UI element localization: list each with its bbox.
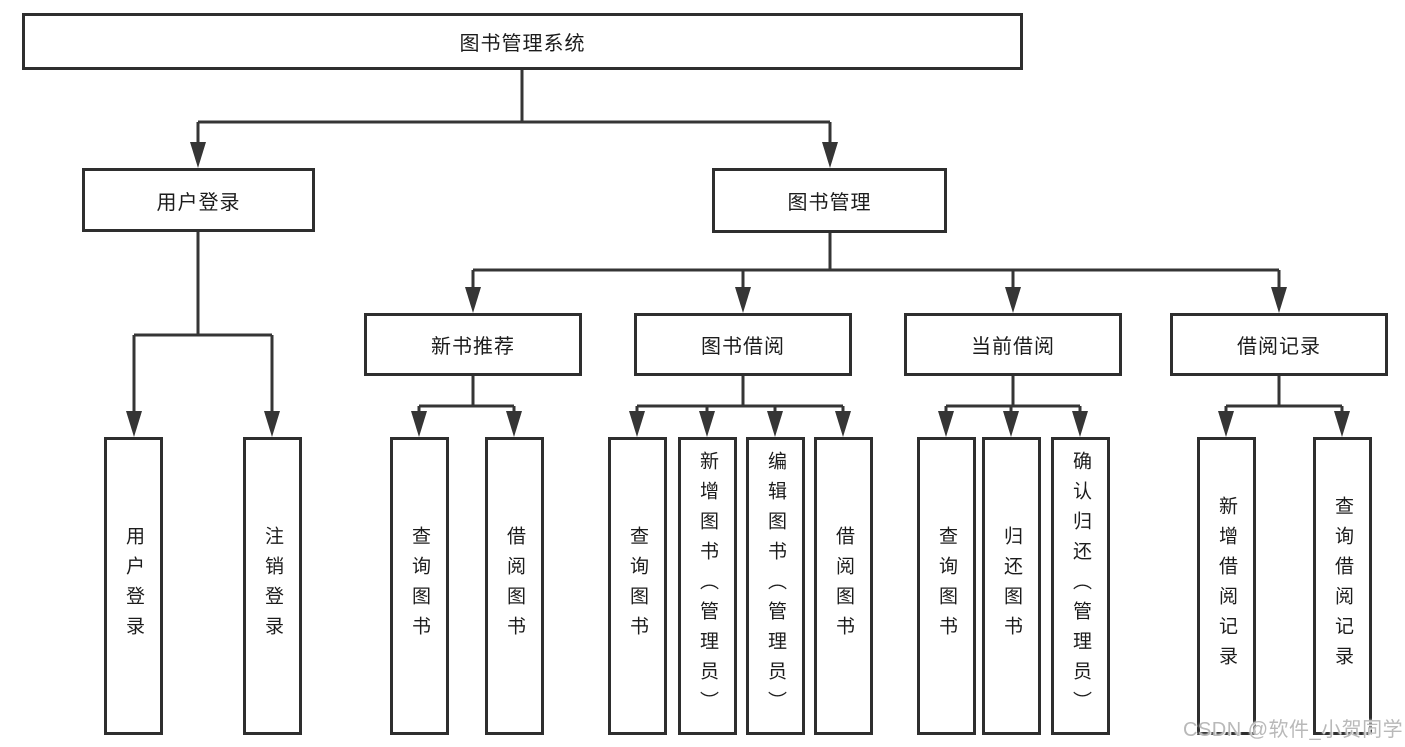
node-new-book-recommend: 新书推荐 bbox=[364, 313, 582, 376]
leaf-user-login: 用户登录 bbox=[104, 437, 163, 735]
leaf-borrow-books-recommend-label: 借阅图书 bbox=[504, 526, 525, 646]
leaf-user-login-label: 用户登录 bbox=[123, 526, 144, 646]
csdn-watermark: CSDN @软件_小贺同学 bbox=[1183, 719, 1404, 741]
leaf-query-books-current-label: 查询图书 bbox=[936, 526, 957, 646]
leaf-query-books-current: 查询图书 bbox=[917, 437, 976, 735]
leaf-query-borrow-record: 查询借阅记录 bbox=[1313, 437, 1372, 735]
node-user-login: 用户登录 bbox=[82, 168, 315, 232]
connector-current-borrow-children bbox=[938, 374, 1088, 437]
leaf-borrow-books-label: 借阅图书 bbox=[833, 526, 854, 646]
leaf-query-books-recommend: 查询图书 bbox=[390, 437, 449, 735]
leaf-add-borrow-record-label: 新增借阅记录 bbox=[1216, 496, 1237, 676]
leaf-edit-books-admin-label: 编辑图书（管理员） bbox=[765, 451, 786, 721]
leaf-confirm-return-admin-label: 确认归还（管理员） bbox=[1070, 451, 1091, 721]
leaf-query-books-recommend-label: 查询图书 bbox=[409, 526, 430, 646]
node-book-management-label: 图书管理 bbox=[787, 192, 872, 214]
node-current-borrow: 当前借阅 bbox=[904, 313, 1122, 376]
leaf-borrow-books: 借阅图书 bbox=[814, 437, 873, 735]
connector-root-to-level2 bbox=[190, 68, 838, 168]
leaf-edit-books-admin: 编辑图书（管理员） bbox=[746, 437, 805, 735]
node-book-borrow-label: 图书借阅 bbox=[701, 336, 785, 358]
node-new-book-recommend-label: 新书推荐 bbox=[431, 336, 515, 358]
leaf-logout: 注销登录 bbox=[243, 437, 302, 735]
leaf-return-books: 归还图书 bbox=[982, 437, 1041, 735]
leaf-add-books-admin: 新增图书（管理员） bbox=[678, 437, 737, 735]
node-root-system: 图书管理系统 bbox=[22, 13, 1023, 70]
node-book-borrow: 图书借阅 bbox=[634, 313, 852, 376]
node-borrow-records: 借阅记录 bbox=[1170, 313, 1388, 376]
leaf-query-books-borrow: 查询图书 bbox=[608, 437, 667, 735]
leaf-confirm-return-admin: 确认归还（管理员） bbox=[1051, 437, 1110, 735]
leaf-query-books-borrow-label: 查询图书 bbox=[627, 526, 648, 646]
leaf-add-books-admin-label: 新增图书（管理员） bbox=[697, 451, 718, 721]
leaf-logout-label: 注销登录 bbox=[262, 526, 283, 646]
leaf-return-books-label: 归还图书 bbox=[1001, 526, 1022, 646]
connector-user-login-children bbox=[126, 230, 280, 437]
node-current-borrow-label: 当前借阅 bbox=[971, 336, 1055, 358]
node-user-login-label: 用户登录 bbox=[156, 191, 241, 214]
connector-book-borrow-children bbox=[629, 374, 851, 437]
leaf-add-borrow-record: 新增借阅记录 bbox=[1197, 437, 1256, 735]
node-borrow-records-label: 借阅记录 bbox=[1237, 336, 1321, 358]
connector-new-book-recommend-children bbox=[411, 374, 522, 437]
node-root-system-label: 图书管理系统 bbox=[459, 33, 586, 55]
connector-borrow-records-children bbox=[1218, 374, 1350, 437]
leaf-query-borrow-record-label: 查询借阅记录 bbox=[1332, 496, 1353, 676]
connector-book-management-children bbox=[465, 231, 1287, 313]
leaf-borrow-books-recommend: 借阅图书 bbox=[485, 437, 544, 735]
node-book-management: 图书管理 bbox=[712, 168, 947, 233]
